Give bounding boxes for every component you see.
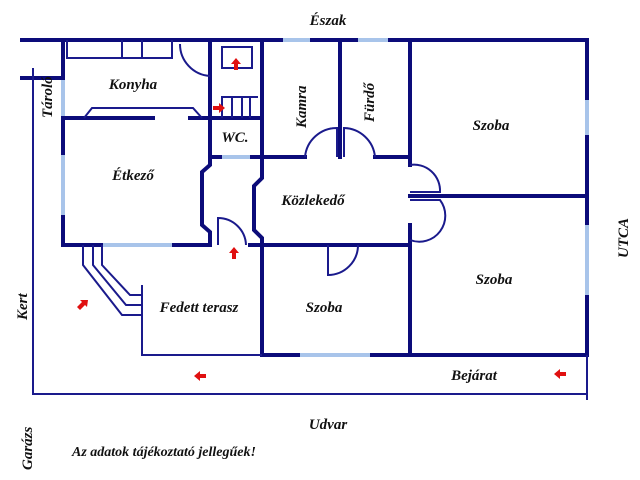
- north-label: Észak: [309, 12, 347, 29]
- hallway-label: Közlekedő: [280, 193, 346, 209]
- dining-label: Étkező: [111, 167, 155, 184]
- wc-label: WC.: [221, 130, 248, 146]
- walls: [20, 38, 589, 400]
- yard-label: Udvar: [309, 417, 347, 433]
- arrow-left-icon: [554, 369, 566, 379]
- room-se-label: Szoba: [476, 272, 513, 288]
- bathroom-label: Fürdő: [362, 81, 378, 123]
- arrow-left-icon: [194, 371, 206, 381]
- arrows: [77, 58, 566, 381]
- room-ne-label: Szoba: [473, 118, 510, 134]
- arrow-up-icon: [231, 58, 241, 70]
- garage-label: Garázs: [20, 426, 36, 470]
- storage-label: Tároló: [40, 76, 56, 118]
- pantry-label: Kamra: [294, 85, 310, 129]
- street-label: UTCA: [616, 218, 632, 258]
- terrace-label: Fedett terasz: [159, 300, 239, 316]
- arrow-right-icon: [213, 103, 225, 113]
- disclaimer-text: Az adatok tájékoztató jellegűek!: [71, 445, 256, 460]
- room-labels: Észak Tároló Konyha Kamra Fürdő WC. Étke…: [15, 12, 632, 470]
- entrance-label: Bejárat: [450, 368, 498, 384]
- arrow-up-icon: [229, 247, 239, 259]
- garden-label: Kert: [15, 293, 31, 322]
- kitchen-label: Konyha: [108, 77, 158, 93]
- room-s-label: Szoba: [306, 300, 343, 316]
- arrow-diag-icon: [77, 300, 88, 310]
